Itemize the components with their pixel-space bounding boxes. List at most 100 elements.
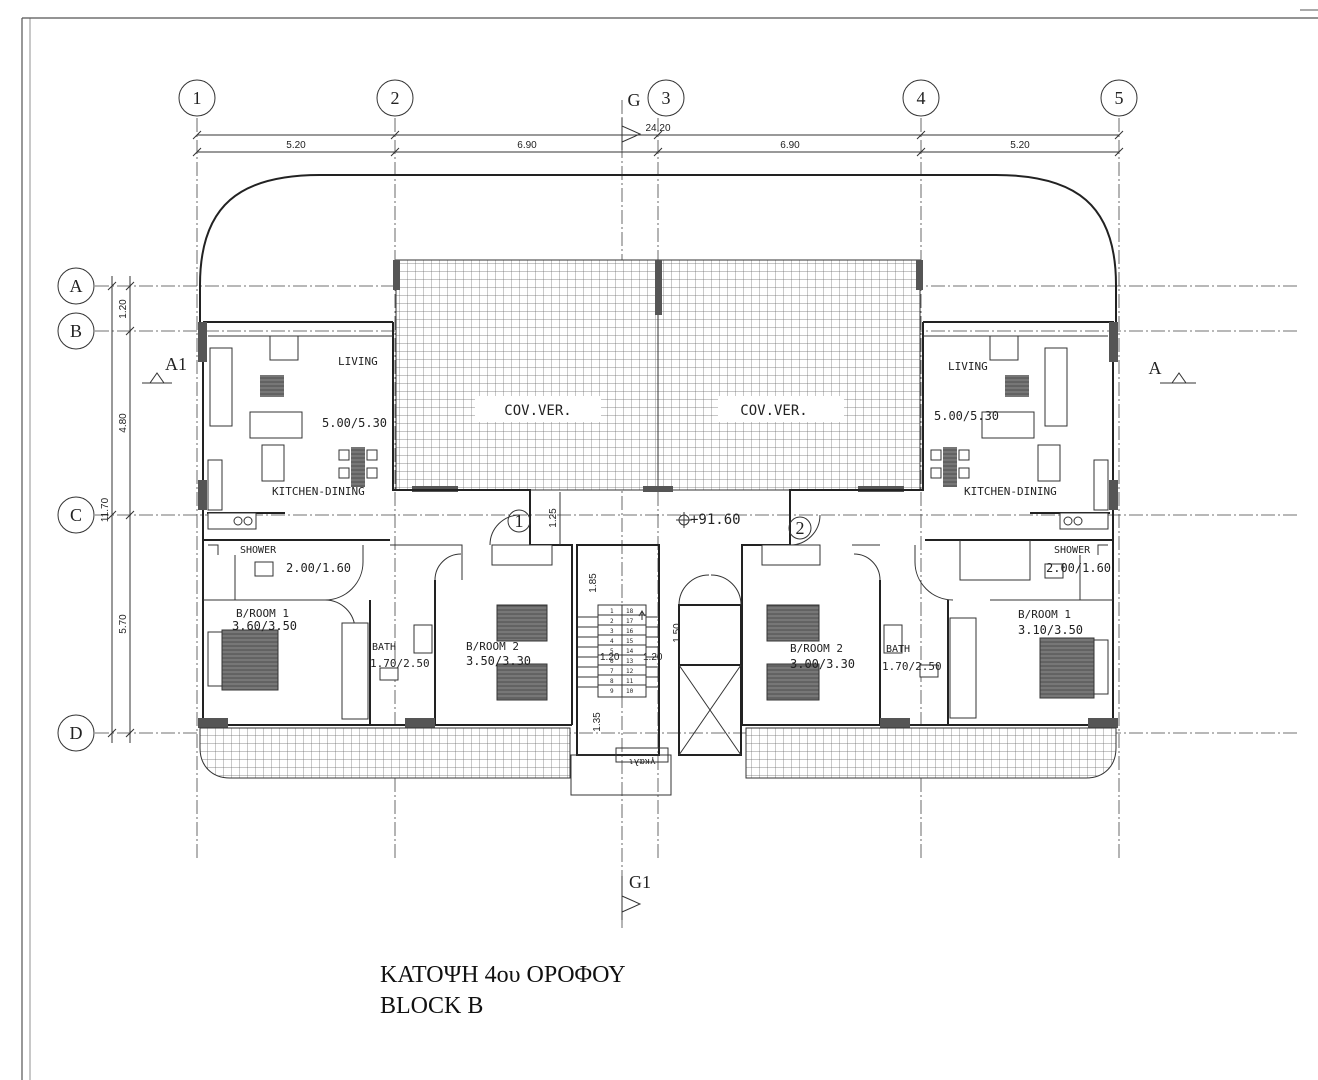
veranda-label: COV.VER. [504,403,571,419]
room-size: 5.00/5.30 [934,409,999,423]
span-dimension: 6.90 [517,140,537,151]
double-bed [221,629,279,691]
svg-text:2: 2 [796,518,805,538]
dining-table [943,447,957,487]
svg-text:11: 11 [626,678,634,685]
svg-text:1: 1 [193,88,202,108]
room-label: B/ROOM 2 [790,642,843,655]
grid-bubble-4: 4 [902,79,940,117]
level-and-units: +91.60 1 2 [489,509,821,546]
wardrobe [949,617,977,719]
grid-bubble-d: D [57,714,95,752]
svg-text:C: C [70,505,82,525]
lift-label: γκαλι [628,756,655,766]
span-dimension: 6.90 [780,140,800,151]
vertical-dimension: 11.70 [100,497,111,522]
section-mark-g1: G1 [629,872,651,892]
svg-text:1: 1 [515,511,524,531]
room-size: 3.00/3.30 [790,657,855,671]
svg-text:8: 8 [610,678,614,685]
sofa [249,411,303,439]
grid-bubble-5: 5 [1100,79,1138,117]
room-size: 3.10/3.50 [1018,623,1083,637]
svg-text:A: A [70,276,83,296]
svg-text:4: 4 [917,88,926,108]
kitchen-counter [207,459,223,511]
room-size: 3.50/3.30 [466,654,531,668]
grid-bubble-3: 3 [647,79,685,117]
room-label: KITCHEN-DINING [964,485,1057,498]
room-size: 2.00/1.60 [1046,561,1111,575]
stair-dimension: 1.20 [643,652,663,663]
room-label: B/ROOM 2 [466,640,519,653]
stair-dimension: 1.25 [548,508,559,528]
left-apartment: LIVING 5.00/5.30 KITCHEN-DINING SHOWER 2… [207,335,553,720]
svg-text:B: B [70,321,82,341]
room-label: SHOWER [1054,545,1091,556]
svg-text:15: 15 [626,638,634,645]
balcony-left [199,727,571,779]
section-mark-g: G [628,90,641,110]
overall-dimension: 24.20 [645,123,670,134]
toilet [919,664,939,678]
toilet [379,667,399,681]
kitchen-counter [1093,459,1109,511]
room-size: 5.00/5.30 [322,416,387,430]
grid-column-markers: 1 2 3 4 5 [178,79,1138,117]
svg-text:2: 2 [610,618,614,625]
toilet [254,561,274,577]
sofa [981,411,1035,439]
svg-text:18: 18 [626,608,634,615]
title-line-2: BLOCK B [380,993,483,1019]
vertical-dimensions: 1.20 4.80 11.70 5.70 [100,276,135,743]
kitchen-sink [207,512,257,530]
room-size: 1.70/2.50 [882,660,942,673]
grid-bubble-2: 2 [376,79,414,117]
single-bed [766,604,820,642]
vertical-dimension: 1.20 [118,299,129,319]
title-line-1: ΚΑΤΟΨΗ 4ου ΟΡΟΦΟΥ [380,962,626,988]
unit-mark-2 [788,516,812,540]
room-label: B/ROOM 1 [1018,608,1071,621]
step-numbers: 1 2 3 4 5 6 7 8 9 10 11 12 13 14 15 16 1… [610,608,634,695]
headboard [1093,639,1109,695]
right-apartment: LIVING 5.00/5.30 KITCHEN-DINING SHOWER 2… [761,335,1111,719]
bathtub [883,624,903,654]
vertical-dimension: 4.80 [118,413,129,433]
room-label: LIVING [338,355,378,368]
drawing-title: ΚΑΤΟΨΗ 4ου ΟΡΟΦΟΥ BLOCK B [380,962,626,1019]
armchair [269,335,299,361]
room-label: LIVING [948,360,988,373]
sofa [1044,347,1068,427]
balcony-right [745,727,1117,779]
grid-bubble-1: 1 [178,79,216,117]
svg-text:17: 17 [626,618,634,625]
svg-text:12: 12 [626,668,634,675]
svg-text:9: 9 [610,688,614,695]
sheet-frame [21,9,1318,1080]
covered-verandas: COV.VER. COV.VER. [393,259,923,492]
bathtub [413,624,433,654]
wardrobe [491,544,553,566]
top-balcony-outline [199,174,1117,322]
svg-text:3: 3 [662,88,671,108]
svg-text:14: 14 [626,648,634,655]
kitchen-sink [1059,512,1109,530]
single-bed [496,604,548,642]
svg-text:16: 16 [626,628,634,635]
vertical-dimension: 5.70 [118,614,129,634]
grid-bubble-a: A [57,267,95,305]
unit-mark-1 [507,509,531,533]
stair-dimension: 1.85 [588,573,599,593]
horizontal-dimensions: 24.20 5.20 6.90 6.90 5.20 [192,123,1124,157]
svg-text:5: 5 [610,648,614,655]
room-size: 1.70/2.50 [370,657,430,670]
stair-dimension: 1.50 [672,623,683,643]
grid-bubble-b: B [57,312,95,350]
coffee-table [260,375,284,397]
svg-text:D: D [70,723,83,743]
toilet [1044,563,1064,579]
svg-text:5: 5 [1115,88,1124,108]
svg-text:2: 2 [391,88,400,108]
